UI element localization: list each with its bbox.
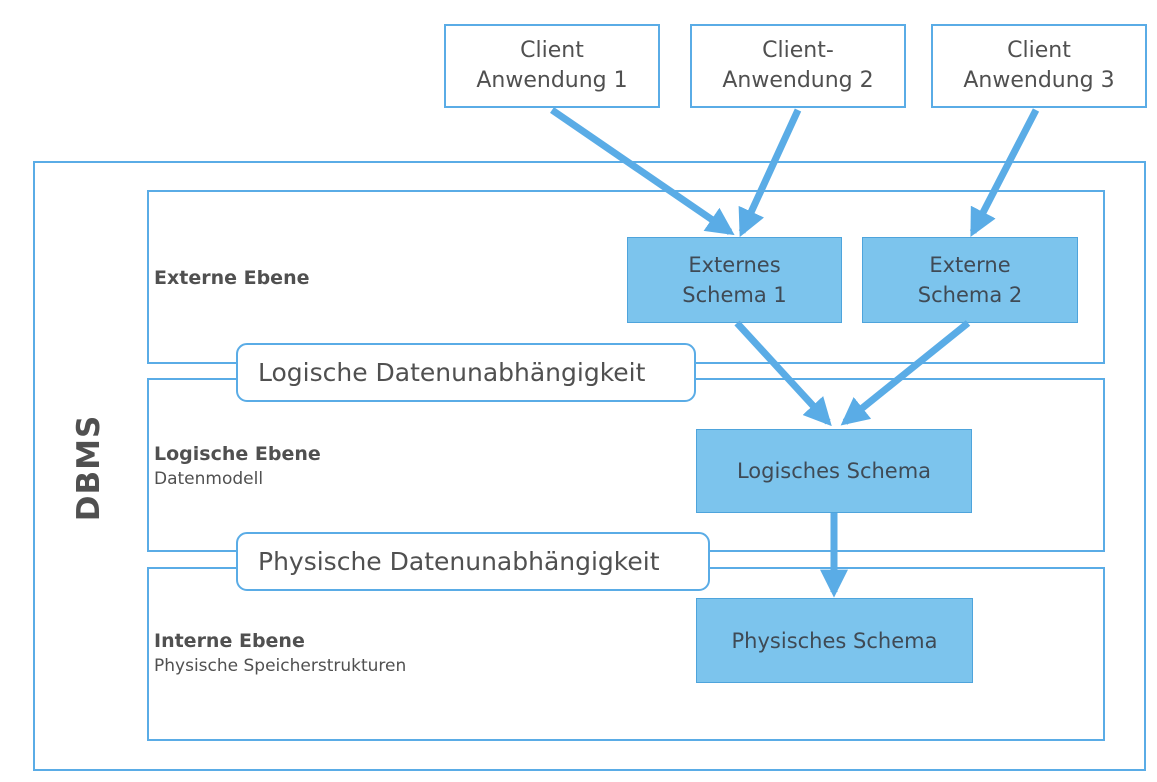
external-level-title: Externe Ebene — [154, 267, 310, 289]
internal-level-label: Interne Ebene Physische Speicherstruktur… — [154, 628, 406, 678]
external-schema-2-line2: Schema 2 — [917, 283, 1023, 307]
physical-schema: Physisches Schema — [696, 598, 973, 683]
external-schema-1-line1: Externes — [688, 253, 781, 277]
client-application-2: Client- Anwendung 2 — [690, 24, 906, 108]
logical-schema: Logisches Schema — [696, 429, 972, 513]
client-2-line2: Anwendung 2 — [722, 68, 874, 93]
physical-independence-label: Physische Datenunabhängigkeit — [258, 547, 660, 576]
client-application-3: Client Anwendung 3 — [931, 24, 1147, 108]
logical-level-label: Logische Ebene Datenmodell — [154, 441, 321, 491]
internal-level-subtitle: Physische Speicherstrukturen — [154, 656, 407, 676]
physical-independence-pill: Physische Datenunabhängigkeit — [236, 532, 710, 591]
internal-level-title: Interne Ebene — [154, 630, 305, 652]
client-3-line1: Client — [1007, 38, 1071, 63]
client-1-line2: Anwendung 1 — [476, 68, 628, 93]
dbms-label: DBMS — [71, 414, 107, 522]
client-3-line2: Anwendung 3 — [963, 68, 1115, 93]
physical-schema-label: Physisches Schema — [731, 628, 938, 653]
external-schema-2-line1: Externe — [929, 253, 1011, 277]
external-level-label: Externe Ebene — [154, 265, 309, 291]
logical-independence-pill: Logische Datenunabhängigkeit — [236, 343, 696, 402]
logical-schema-label: Logisches Schema — [736, 459, 932, 483]
client-1-line1: Client — [520, 38, 584, 63]
client-application-1: Client Anwendung 1 — [444, 24, 660, 108]
client-2-line1: Client- — [762, 38, 834, 63]
logical-level-subtitle: Datenmodell — [154, 469, 264, 489]
logical-independence-label: Logische Datenunabhängigkeit — [258, 358, 646, 387]
external-schema-2: Externe Schema 2 — [862, 237, 1078, 323]
logical-level-title: Logische Ebene — [154, 443, 321, 465]
external-schema-1-line2: Schema 1 — [682, 283, 787, 307]
external-schema-1: Externes Schema 1 — [627, 237, 842, 323]
